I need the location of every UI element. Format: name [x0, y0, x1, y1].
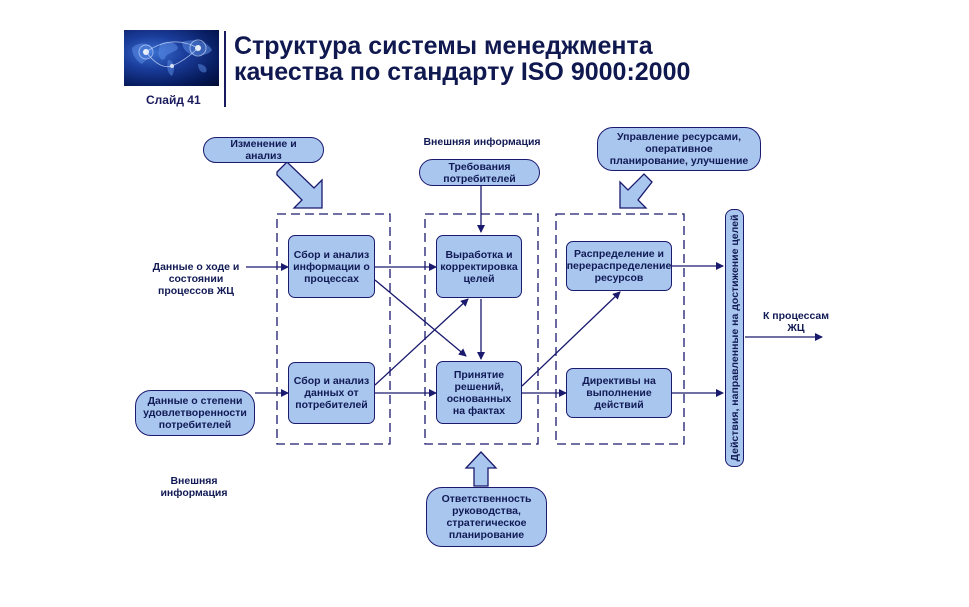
- label-external-info-bottom: Внешняя информация: [160, 475, 228, 499]
- slide-title: Структура системы менеджмента качества п…: [234, 33, 794, 85]
- arrow-info-decisions: [374, 279, 467, 357]
- label-to-processes: К процессам ЖЦ: [762, 310, 830, 334]
- arrow-customer-goals: [374, 298, 469, 386]
- label-external-info-top: Внешняя информация: [423, 136, 541, 148]
- vertical-bar-actions: [725, 209, 744, 467]
- box-collect-process-info: Сбор и анализ информации о процессах: [288, 235, 375, 298]
- slide-number: Слайд 41: [146, 93, 201, 107]
- pill-customer-satisfaction: Данные о степени удовлетворенности потре…: [135, 390, 255, 436]
- slide-title-line1: Структура системы менеджмента: [234, 32, 653, 60]
- group-collection: [276, 213, 391, 445]
- block-arrow-resources: [619, 173, 653, 209]
- pill-change-analysis: Изменение и анализ: [203, 137, 324, 163]
- pill-resource-management: Управление ресурсами, оперативное планир…: [597, 127, 761, 171]
- box-action-directives: Директивы на выполнение действий: [566, 368, 672, 418]
- block-arrow-responsibility: [464, 451, 498, 487]
- box-resource-distribution: Распределение и перераспределение ресурс…: [566, 241, 672, 291]
- title-divider: [224, 31, 226, 107]
- group-execution: [555, 213, 685, 445]
- pill-customer-requirements: Требования потребителей: [419, 159, 540, 186]
- box-collect-customer-data: Сбор и анализ данных от потребителей: [288, 362, 375, 424]
- world-map-logo: [124, 30, 219, 86]
- label-data-progress: Данные о ходе и состоянии процессов ЖЦ: [152, 261, 240, 297]
- vertical-bar-actions-label: Действия, направленные на достижение цел…: [729, 214, 741, 462]
- slide-title-line2: качества по стандарту ISO 9000:2000: [234, 58, 691, 86]
- arrow-decisions-resources: [521, 291, 621, 387]
- pill-responsibility: Ответственность руководства, стратегичес…: [426, 487, 547, 547]
- box-develop-goals: Выработка и корректировка целей: [436, 235, 522, 298]
- block-arrow-change: [276, 161, 323, 209]
- box-fact-decisions: Принятие решений, основанных на фактах: [436, 361, 522, 424]
